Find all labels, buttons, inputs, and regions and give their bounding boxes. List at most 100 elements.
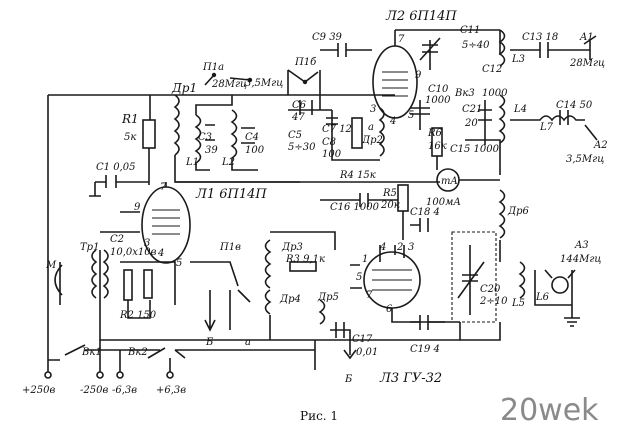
label-dr1: Др1 — [171, 81, 197, 95]
pin-label: 9 — [134, 202, 141, 213]
label-c18: C18 4 — [410, 207, 440, 218]
label-l3: L3 — [511, 54, 525, 65]
label-tube-l2: Л2 6П14П — [385, 9, 457, 24]
pin-label: 2 — [396, 242, 403, 253]
label-vk1: Вк1 — [81, 347, 102, 358]
pin-label: 9 — [415, 70, 422, 81]
label-c3: C3 — [198, 132, 212, 143]
label-144mhz: 144Мгц — [560, 254, 601, 265]
label-p1a: П1а — [202, 62, 224, 73]
label-c6-value: 47 — [291, 112, 305, 123]
figure-caption: Рис. 1 — [300, 409, 338, 423]
coil-l4 — [498, 94, 506, 144]
label-r5: R5 — [382, 188, 397, 199]
pin-label: 4 — [157, 248, 164, 259]
label-c12-value: 1000 — [482, 88, 508, 99]
label-c12: C12 — [482, 64, 502, 75]
label-dr4: Др4 — [279, 294, 301, 305]
label-p1v: П1в — [219, 242, 241, 253]
pin-label: 3 — [408, 242, 414, 253]
label-p1b: П1б — [294, 57, 317, 68]
label-r1: R1 — [121, 112, 139, 126]
label-c17: C17 — [352, 334, 373, 345]
label-c2-value: 10,0x10в — [110, 247, 157, 258]
label-plus-250v: +250в — [22, 385, 55, 396]
coil-l3 — [498, 29, 506, 67]
label-c5: C5 — [288, 130, 302, 141]
label-r6-value: 16к — [428, 141, 447, 152]
label-c19: C19 4 — [410, 344, 440, 355]
label-meter-value: 100мА — [426, 197, 461, 208]
label-a-switch: а — [245, 337, 251, 348]
label-28mhz-a: 28Мгц — [211, 79, 247, 90]
label-c21-value: 20 — [464, 118, 478, 129]
label-c15: C15 1000 — [450, 144, 500, 155]
label-l1: L1 — [185, 157, 199, 168]
label-c10-value: 1000 — [425, 95, 451, 106]
label-dr5: Др5 — [317, 292, 339, 303]
label-dr6: Др6 — [507, 206, 530, 217]
label-b-right: Б — [344, 374, 353, 385]
pin-label: 4 — [389, 116, 396, 127]
label-vk2: Вк2 — [127, 347, 148, 358]
choke-dr1 — [173, 94, 180, 156]
pin-label: 4 — [379, 242, 386, 253]
label-c4: C4 — [245, 132, 259, 143]
label-tube-l1: Л1 6П14П — [195, 187, 267, 202]
label-r5-value: 20к — [380, 200, 400, 211]
label-a1: A1 — [579, 32, 594, 43]
label-l7: L7 — [539, 122, 554, 133]
label-c11-value: 5÷40 — [462, 40, 490, 51]
pin-label: 5 — [408, 110, 414, 121]
label-minus-6-3v: -6,3в — [112, 385, 137, 396]
label-c11: C11 — [460, 25, 480, 36]
label-3-5mhz-a: 3,5Мгц — [245, 78, 283, 89]
label-l4: L4 — [513, 104, 527, 115]
label-dr2: Др2 — [361, 135, 383, 146]
label-a3: A3 — [574, 240, 589, 251]
label-meter: mA — [441, 176, 458, 187]
label-l2: L2 — [221, 157, 235, 168]
label-c8: C8 — [322, 137, 336, 148]
watermark: 20wek — [500, 393, 599, 428]
label-r1-value: 5к — [124, 132, 136, 143]
pin-label: 7 — [160, 182, 167, 193]
label-c7: C7 12 — [322, 124, 352, 135]
pin-label: 1 — [362, 254, 368, 265]
pin-label: 6 — [386, 304, 393, 315]
label-r3: R3 9,1к — [285, 254, 325, 265]
label-minus-250v: -250в — [80, 385, 108, 396]
label-28mhz-b: 28Мгц — [569, 58, 605, 69]
coil-l5 — [518, 261, 526, 299]
label-c13: C13 18 — [522, 32, 558, 43]
pin-label: 3 — [144, 238, 150, 249]
label-c9: C9 39 — [312, 32, 343, 43]
label-3-5mhz-b: 3,5Мгц — [566, 154, 604, 165]
label-c6: C6 — [292, 100, 307, 111]
label-r2: R2 150 — [119, 310, 157, 321]
label-c20: C20 — [480, 284, 501, 295]
coil-l2 — [230, 109, 238, 159]
label-r6: R6 — [427, 128, 443, 139]
pin-label: 7 — [398, 34, 405, 45]
label-tr1: Тр1 — [80, 242, 99, 253]
label-l6: L6 — [535, 292, 550, 303]
label-l5: L5 — [511, 298, 525, 309]
microphone-m — [54, 262, 63, 305]
label-m: М — [45, 260, 57, 271]
pin-label: 3 — [370, 104, 376, 115]
label-c4-value: 100 — [245, 145, 265, 156]
coil-l1 — [194, 114, 202, 164]
label-c20-value: 2÷10 — [479, 296, 508, 307]
label-c17-value: 0,01 — [356, 347, 378, 358]
label-c1: C1 0,05 — [96, 162, 135, 173]
label-a-node: а — [368, 122, 374, 133]
label-c10: C10 — [428, 84, 449, 95]
label-c21: C21 — [462, 104, 482, 115]
pin-label: 5 — [356, 272, 362, 283]
label-vk3: Вк3 — [454, 88, 475, 99]
label-dr3: Др3 — [281, 242, 303, 253]
